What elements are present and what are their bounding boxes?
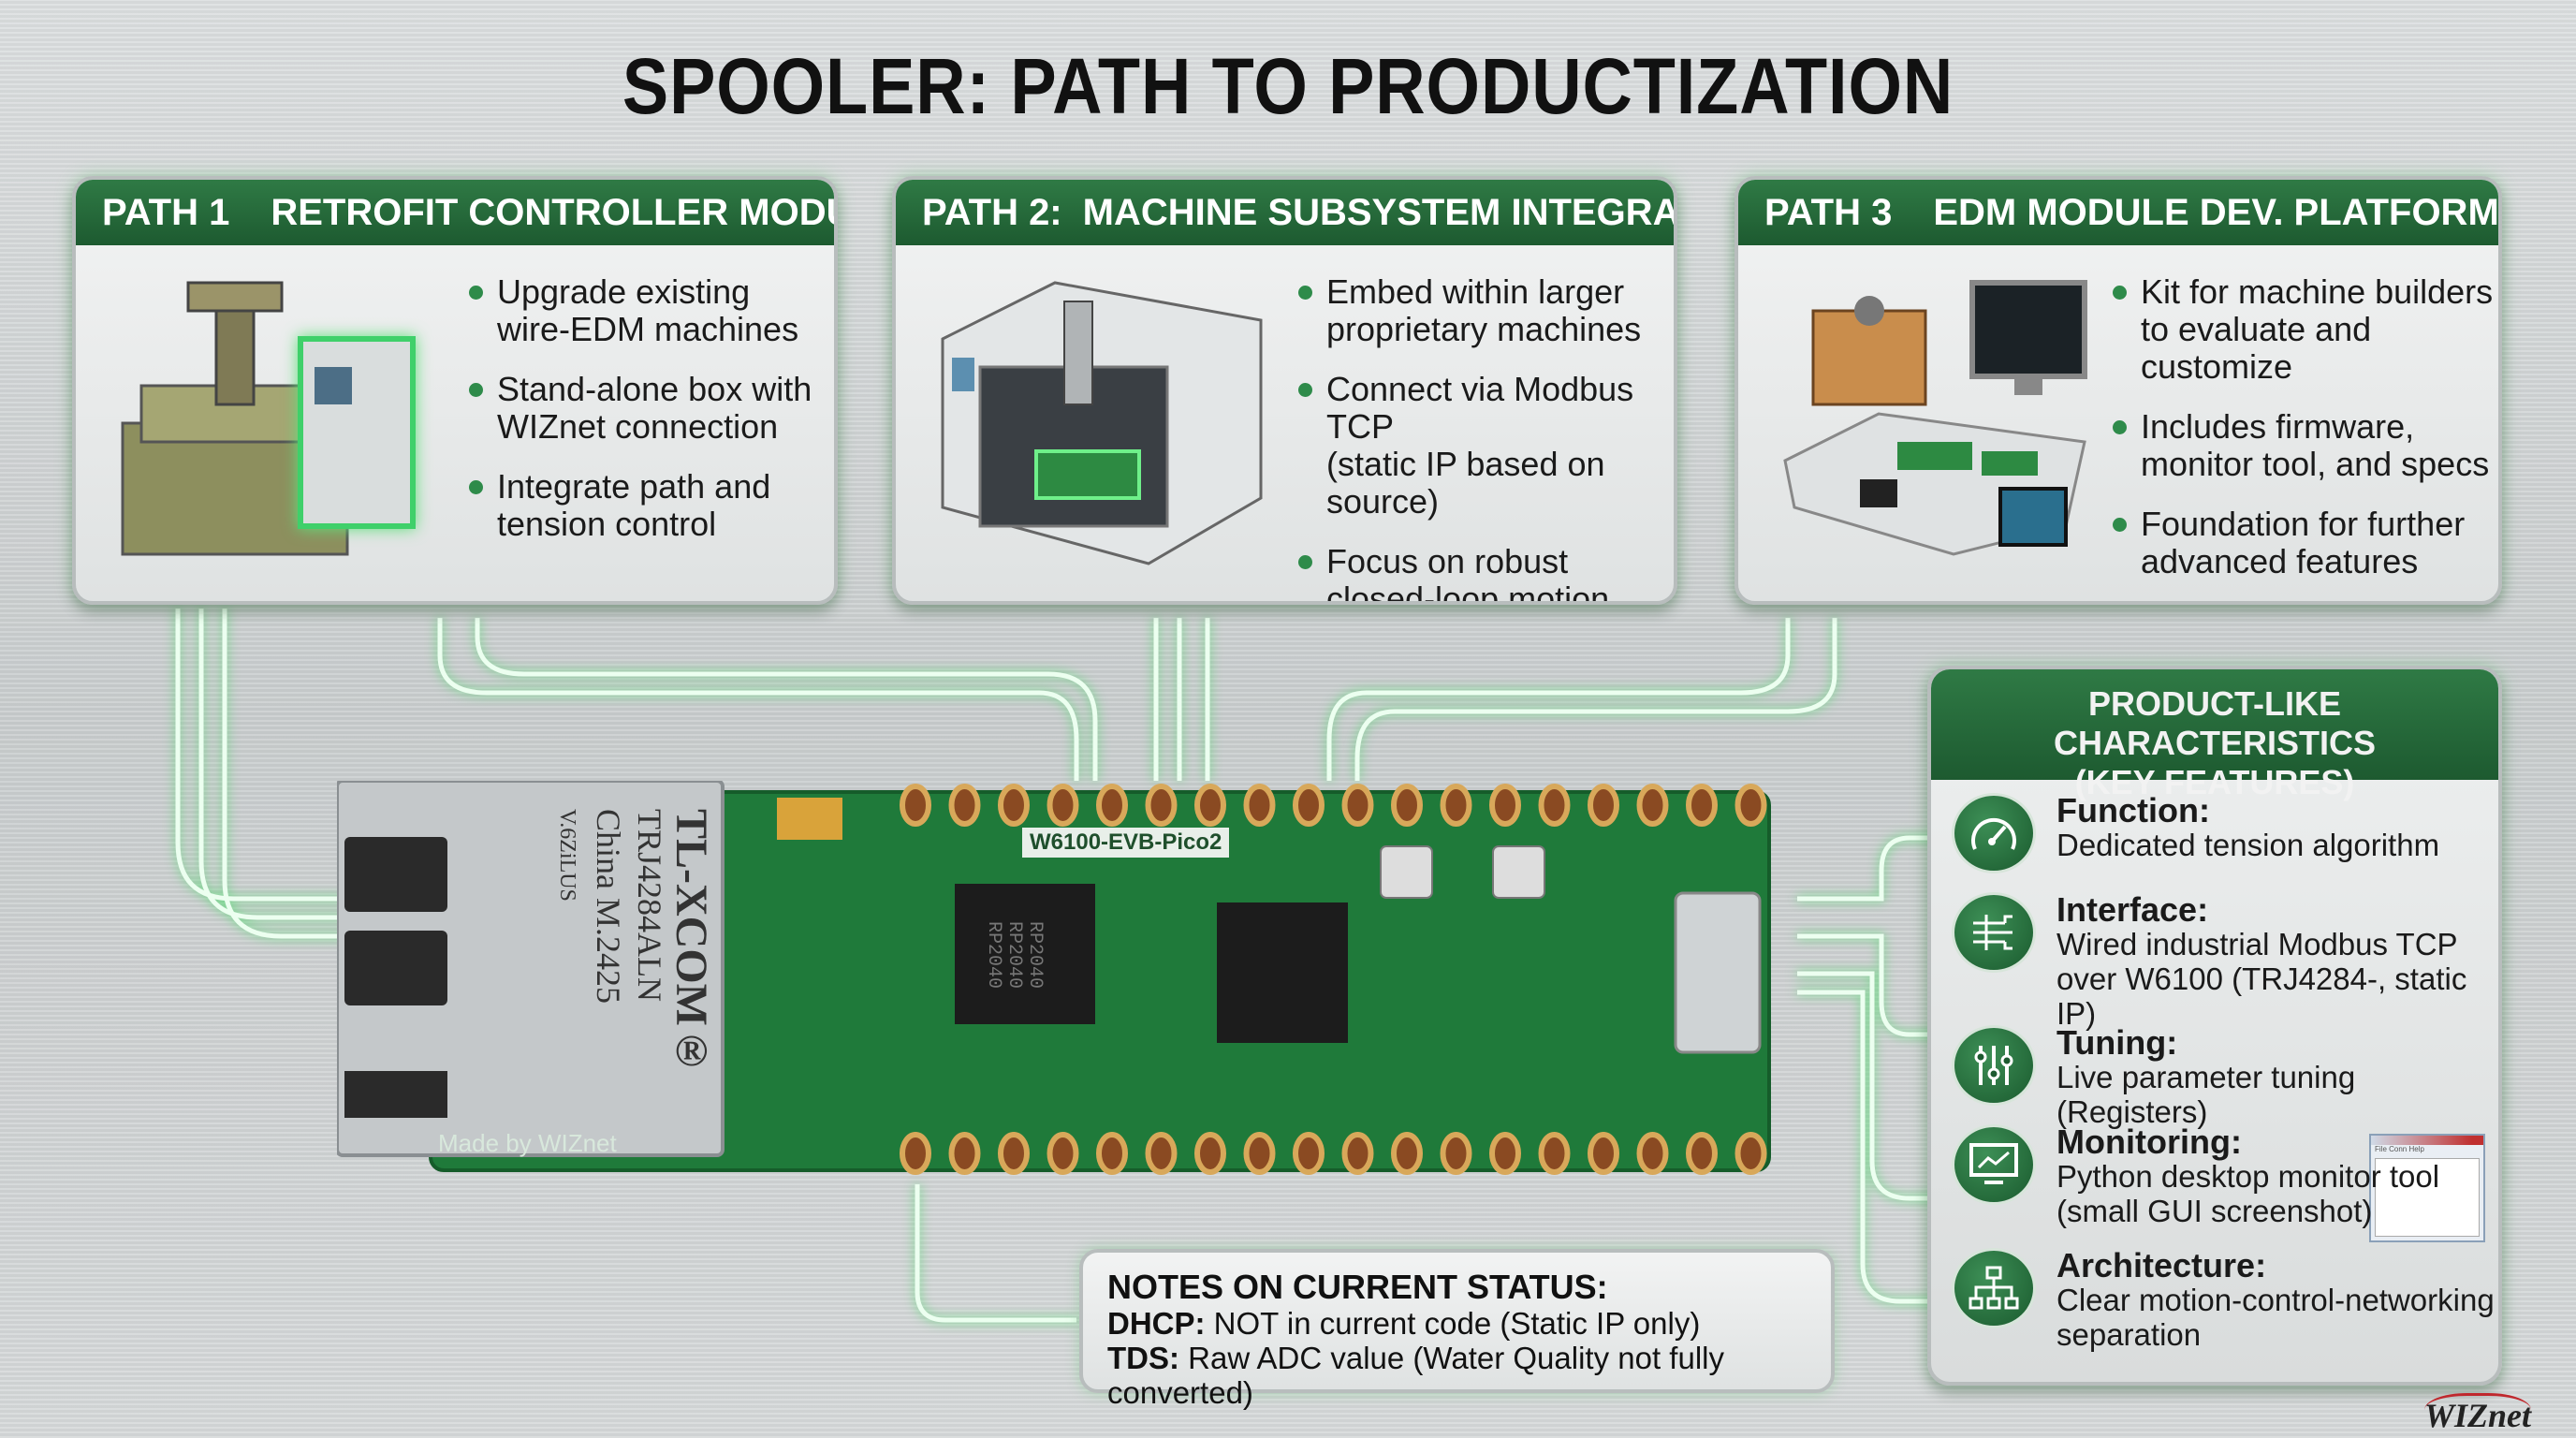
header-pin-pad	[1489, 784, 1521, 827]
bullet: Includes firmware,monitor tool, and spec…	[2113, 408, 2498, 483]
cnc-machine-illustration	[941, 281, 1263, 565]
header-pin-pad	[1538, 784, 1571, 827]
feature-tuning: Tuning:Live parameter tuning (Registers)	[1952, 1025, 2498, 1129]
circuit-icon	[1952, 892, 2036, 973]
feature-monitoring: Monitoring:Python desktop monitor tool(s…	[1952, 1124, 2439, 1228]
header-pin-pad	[1489, 1132, 1521, 1175]
header-pin-pad	[1734, 1132, 1767, 1175]
header-pin-pad	[998, 1132, 1030, 1175]
header-pin-pad	[1588, 784, 1619, 827]
header-pin-pad	[1734, 784, 1767, 827]
wiznet-logo: WIZnet	[2424, 1393, 2532, 1435]
monitor-chart-icon	[1952, 1124, 2036, 1205]
key-features-panel: PRODUCT-LIKE CHARACTERISTICS(KEY FEATURE…	[1927, 666, 2502, 1386]
header-pin-pad	[1046, 784, 1079, 827]
header-pin-pad	[1391, 784, 1423, 827]
header-pin-pad	[1341, 784, 1374, 827]
header-pin-pad	[1636, 1132, 1669, 1175]
header-pin-pad	[1243, 1132, 1276, 1175]
header-pin-pad	[1538, 1132, 1571, 1175]
rj45-label: TL-XCOM® TRJ4284ALN China M.2425 V.6ZiLU…	[555, 809, 716, 1076]
path-name: EDM MODULE DEV. PLATFORM	[1933, 191, 2499, 233]
header-pin-pad	[1588, 1132, 1619, 1175]
path-number: PATH 2:	[922, 191, 1062, 233]
path-number: PATH 3	[1764, 191, 1893, 233]
sliders-icon	[1952, 1025, 2036, 1106]
header-pin-pad	[1046, 1132, 1079, 1175]
dev-kit-illustration	[1783, 280, 2087, 556]
page-title: SPOOLER: PATH TO PRODUCTIZATION	[622, 42, 1954, 130]
features-title: PRODUCT-LIKE CHARACTERISTICS	[2053, 684, 2376, 762]
bullet: Connect via Modbus TCP(static IP based o…	[1298, 371, 1674, 521]
header-pin-pad	[1194, 1132, 1226, 1175]
notes-title: NOTES ON CURRENT STATUS:	[1107, 1268, 1608, 1306]
path-number: PATH 1	[102, 191, 230, 233]
header-pin-pad	[1145, 784, 1178, 827]
header-pin-pad	[948, 1132, 981, 1175]
path-2-panel: PATH 2: MACHINE SUBSYSTEM INTEGRATION Emb…	[892, 176, 1677, 605]
feature-architecture: Architecture:Clear motion-control-networ…	[1952, 1248, 2495, 1352]
gauge-icon	[1952, 793, 2036, 873]
header-pin-pad	[1440, 784, 1472, 827]
header-pin-pad	[1194, 784, 1226, 827]
header-pin-pad	[1096, 784, 1128, 827]
header-pin-pad	[1243, 784, 1276, 827]
header-pin-pad	[900, 1132, 931, 1175]
gui-screenshot-thumbnail: File Conn Help	[2369, 1134, 2485, 1242]
header-pin-pad	[1293, 784, 1325, 827]
header-pin-pad	[998, 784, 1030, 827]
header-pin-pad	[1686, 1132, 1718, 1175]
wire-edm-machine-illustration	[121, 281, 416, 556]
header-pin-pad	[948, 784, 981, 827]
path-name: RETROFIT CONTROLLER MODULE	[271, 191, 834, 233]
header-pin-pad	[1636, 784, 1669, 827]
feature-function: Function:Dedicated tension algorithm	[1952, 793, 2439, 873]
notes-panel: NOTES ON CURRENT STATUS: DHCP: NOT in cu…	[1079, 1249, 1835, 1410]
header-pin-pad	[1293, 1132, 1325, 1175]
path-1-panel: PATH 1 RETROFIT CONTROLLER MODULE Upgrade…	[72, 176, 838, 605]
made-by-label: Made by WIZnet	[438, 1129, 617, 1157]
w6100-evb-pico2-board: TL-XCOM® TRJ4284ALN China M.2425 V.6ZiLU…	[337, 781, 1774, 1180]
note-item: TDS: Raw ADC value (Water Quality not fu…	[1107, 1341, 1724, 1410]
header-pin-pad	[900, 784, 931, 827]
header-pin-pad	[1391, 1132, 1423, 1175]
header-pin-pad	[1440, 1132, 1472, 1175]
board-label: W6100-EVB-Pico2	[1022, 828, 1230, 858]
header-pin-pad	[1686, 784, 1718, 827]
note-item: DHCP: NOT in current code (Static IP onl…	[1107, 1306, 1701, 1341]
hierarchy-icon	[1952, 1248, 2036, 1328]
path-name: MACHINE SUBSYSTEM INTEGRATION	[1082, 191, 1677, 233]
header-pin-pad	[1341, 1132, 1374, 1175]
header-pin-pad	[1145, 1132, 1178, 1175]
path-3-panel: PATH 3 EDM MODULE DEV. PLATFORM Kit for m…	[1734, 176, 2502, 605]
header-pin-pad	[1096, 1132, 1128, 1175]
